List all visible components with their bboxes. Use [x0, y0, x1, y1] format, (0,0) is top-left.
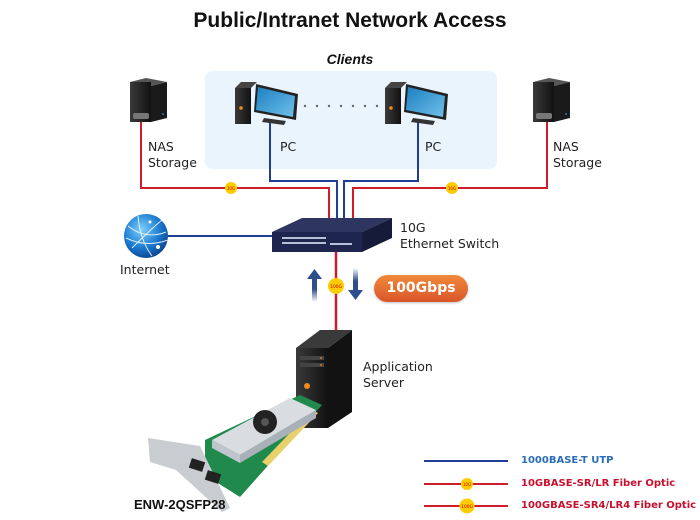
- link-badge-right-text: 10G: [448, 186, 456, 191]
- link-badge-right: 10G: [446, 182, 458, 194]
- arrow-down-icon: [348, 268, 363, 300]
- fiber-link-right-nas: [352, 120, 548, 222]
- nas-left-label: NAS Storage: [148, 139, 197, 171]
- legend-badge-100g: 100G: [459, 498, 475, 514]
- clients-label: Clients: [326, 51, 374, 67]
- link-badge-left-text: 10G: [227, 186, 235, 191]
- server-label-line2: Server: [363, 375, 404, 390]
- link-badge-left: 10G: [225, 182, 237, 194]
- link-badge-uplink: 100G: [328, 278, 344, 294]
- pc-left-icon: [235, 82, 298, 125]
- link-badge-uplink-text: 100G: [330, 284, 343, 290]
- nic-card-icon: [148, 395, 322, 512]
- legend-label-utp: 1000BASE-T UTP: [521, 455, 614, 466]
- server-label-line1: Application: [363, 359, 433, 374]
- pc-right-icon: [385, 82, 448, 125]
- internet-label: Internet: [120, 262, 170, 277]
- arrow-up-icon: [307, 269, 322, 302]
- pc-right-label: PC: [425, 139, 442, 154]
- utp-link-pc-left: [269, 122, 338, 222]
- nas-right-label: NAS Storage: [553, 139, 602, 171]
- switch-label: 10G Ethernet Switch: [400, 220, 499, 252]
- pc-left-label: PC: [280, 139, 297, 154]
- nas-right-label-line1: NAS: [553, 139, 579, 154]
- legend-badge-10g-text: 10G: [463, 482, 471, 487]
- diagram-title: Public/Intranet Network Access: [193, 9, 507, 32]
- legend-label-100g: 100GBASE-SR4/LR4 Fiber Optic: [521, 500, 697, 511]
- ethernet-switch-icon: [272, 218, 392, 252]
- legend-label-10g: 10GBASE-SR/LR Fiber Optic: [521, 478, 676, 489]
- nic-model-label: ENW-2QSFP28: [134, 497, 226, 512]
- server-label: Application Server: [363, 359, 433, 391]
- nas-left-label-line2: Storage: [148, 155, 197, 170]
- fiber-link-left-nas: [140, 120, 330, 222]
- legend-badge-100g-text: 100G: [461, 504, 474, 510]
- nas-storage-right-icon: [533, 78, 570, 122]
- legend-badge-10g: 10G: [461, 478, 473, 490]
- clients-group: [205, 71, 497, 169]
- internet-globe-icon: [124, 214, 169, 258]
- uplink-speed-badge: 100Gbps: [374, 275, 468, 302]
- switch-label-line1: 10G: [400, 220, 426, 235]
- nas-storage-left-icon: [130, 78, 167, 122]
- nas-left-label-line1: NAS: [148, 139, 174, 154]
- switch-label-line2: Ethernet Switch: [400, 236, 500, 251]
- nas-right-label-line2: Storage: [553, 155, 602, 170]
- more-clients-ellipsis: [303, 104, 379, 108]
- utp-link-pc-right: [343, 122, 419, 222]
